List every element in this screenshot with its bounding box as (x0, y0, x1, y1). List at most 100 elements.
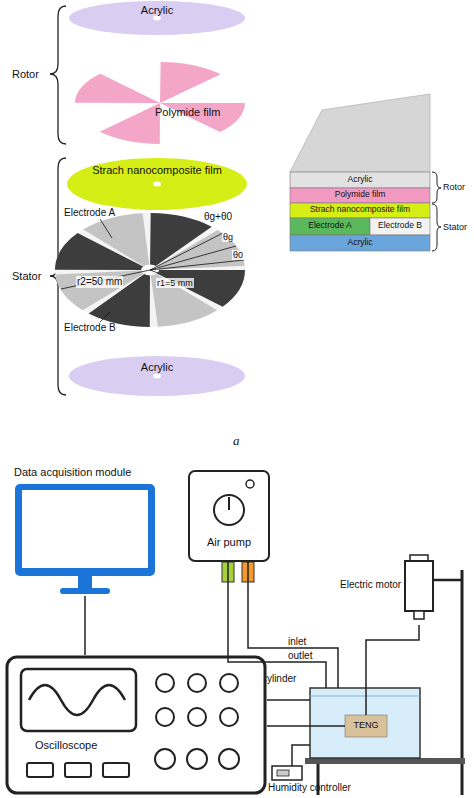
node-text: Electrode B (370, 221, 430, 231)
leader-line (100, 312, 110, 322)
knob-pointer (228, 497, 230, 510)
chamber-body (310, 688, 420, 758)
node-text: Acrylic (290, 238, 430, 248)
node-text: Electric motor (340, 579, 401, 591)
monitor-screen (22, 490, 148, 568)
connector-line (366, 625, 419, 715)
scope-knob (187, 749, 207, 769)
disk-shape (69, 356, 245, 396)
monitor-base (60, 588, 110, 594)
angle-line (150, 260, 244, 270)
stack-top-face (290, 94, 430, 172)
node-text: Polymide film (290, 190, 430, 200)
part-label: Electrode B (64, 322, 116, 334)
node-text: Data acquisition module (14, 466, 131, 479)
part-label: a (233, 434, 240, 449)
acrylic-disk: Acrylic (69, 1, 245, 35)
layer-rect (290, 218, 370, 235)
node-text: Strach nanocomposite film (290, 205, 430, 215)
edge-label: inlet (288, 636, 306, 648)
chamber-cylinder: Chamber cylinderTENG (310, 688, 420, 758)
disk-shape (67, 158, 247, 210)
layer-rect (290, 235, 430, 251)
node-text: Air pump (188, 536, 270, 549)
controller-display (277, 770, 289, 776)
layer-rect (370, 218, 430, 235)
scope-button (188, 708, 206, 726)
node-text: Humidity controller (268, 782, 351, 794)
stack-layer: Strach nanocomposite film (290, 203, 430, 218)
connector-line (267, 699, 310, 701)
scope-knob (155, 749, 175, 769)
stack-layer: Acrylic (290, 235, 430, 251)
teng-device: TENG (345, 715, 387, 737)
part-label: Electrode A (64, 207, 115, 219)
node-text: Acrylic (69, 4, 245, 17)
radius-line (150, 270, 158, 273)
motor-body (405, 561, 433, 611)
pump-connector (222, 562, 234, 582)
layer-rect (290, 203, 430, 218)
angle-line (150, 233, 223, 270)
scope-port (27, 763, 53, 777)
connector-line (267, 725, 345, 727)
radius-line (61, 270, 150, 289)
stack-layer: Electrode B (370, 218, 430, 235)
air-pump: Air pump (188, 470, 270, 562)
center-hole (153, 374, 161, 379)
chamber-rim (310, 696, 420, 697)
sine-wave (29, 685, 125, 715)
center-hole (153, 182, 161, 187)
pump-connector (242, 562, 254, 582)
part-label: Stator (12, 270, 41, 283)
scope-port (103, 763, 129, 777)
scope-button (156, 708, 174, 726)
starch-film-disk: Strach nanocomposite film (67, 158, 247, 210)
part-label: θg (222, 232, 234, 242)
scope-knob (219, 749, 239, 769)
angle-line (150, 246, 236, 270)
layer-rect (345, 715, 387, 737)
part-label: θg+θ0 (204, 211, 232, 223)
part-label: Rotor (443, 182, 465, 192)
node-text: TENG (345, 720, 387, 730)
monitor-outline (10, 466, 160, 596)
rotor-brace (50, 6, 66, 144)
humidity-controller-outline (272, 766, 302, 780)
scope-body (7, 657, 265, 793)
table-top (305, 758, 465, 764)
scope-button (220, 708, 238, 726)
stator-bracket (432, 204, 441, 251)
disk-base (55, 213, 245, 327)
node-text: Polymide film (155, 106, 220, 119)
scope-button (188, 674, 206, 692)
leader-line (100, 219, 112, 238)
connector-line (292, 745, 310, 766)
monitor-bezel (15, 484, 155, 576)
part-label: Stator (443, 222, 467, 232)
polyimide-fan: Polymide film (75, 62, 245, 144)
part-label: r2=50 mm (76, 276, 123, 288)
electrode-disk (55, 213, 245, 327)
stack-layer: Polymide film (290, 188, 430, 203)
part-label: Rotor (12, 68, 39, 81)
node-text: Acrylic (290, 175, 430, 185)
connector-line (84, 596, 86, 655)
node-text: Strach nanocomposite film (67, 164, 247, 177)
rotor-bracket (432, 172, 441, 203)
monitor-neck (78, 576, 92, 588)
scope-screen (21, 669, 136, 731)
scope-button (220, 674, 238, 692)
node-text: Oscilloscope (35, 739, 97, 752)
edge-label: outlet (288, 650, 312, 662)
electric-motor: Electric motor (340, 555, 450, 625)
pump-knob (214, 495, 244, 525)
frame-arm (433, 579, 462, 582)
layer-rect (290, 172, 430, 188)
polyimide-fan-outline (75, 62, 245, 144)
pump-body (189, 471, 269, 561)
humidity-controller: Humidity controller (272, 766, 302, 780)
oscilloscope: Oscilloscope (5, 655, 267, 795)
